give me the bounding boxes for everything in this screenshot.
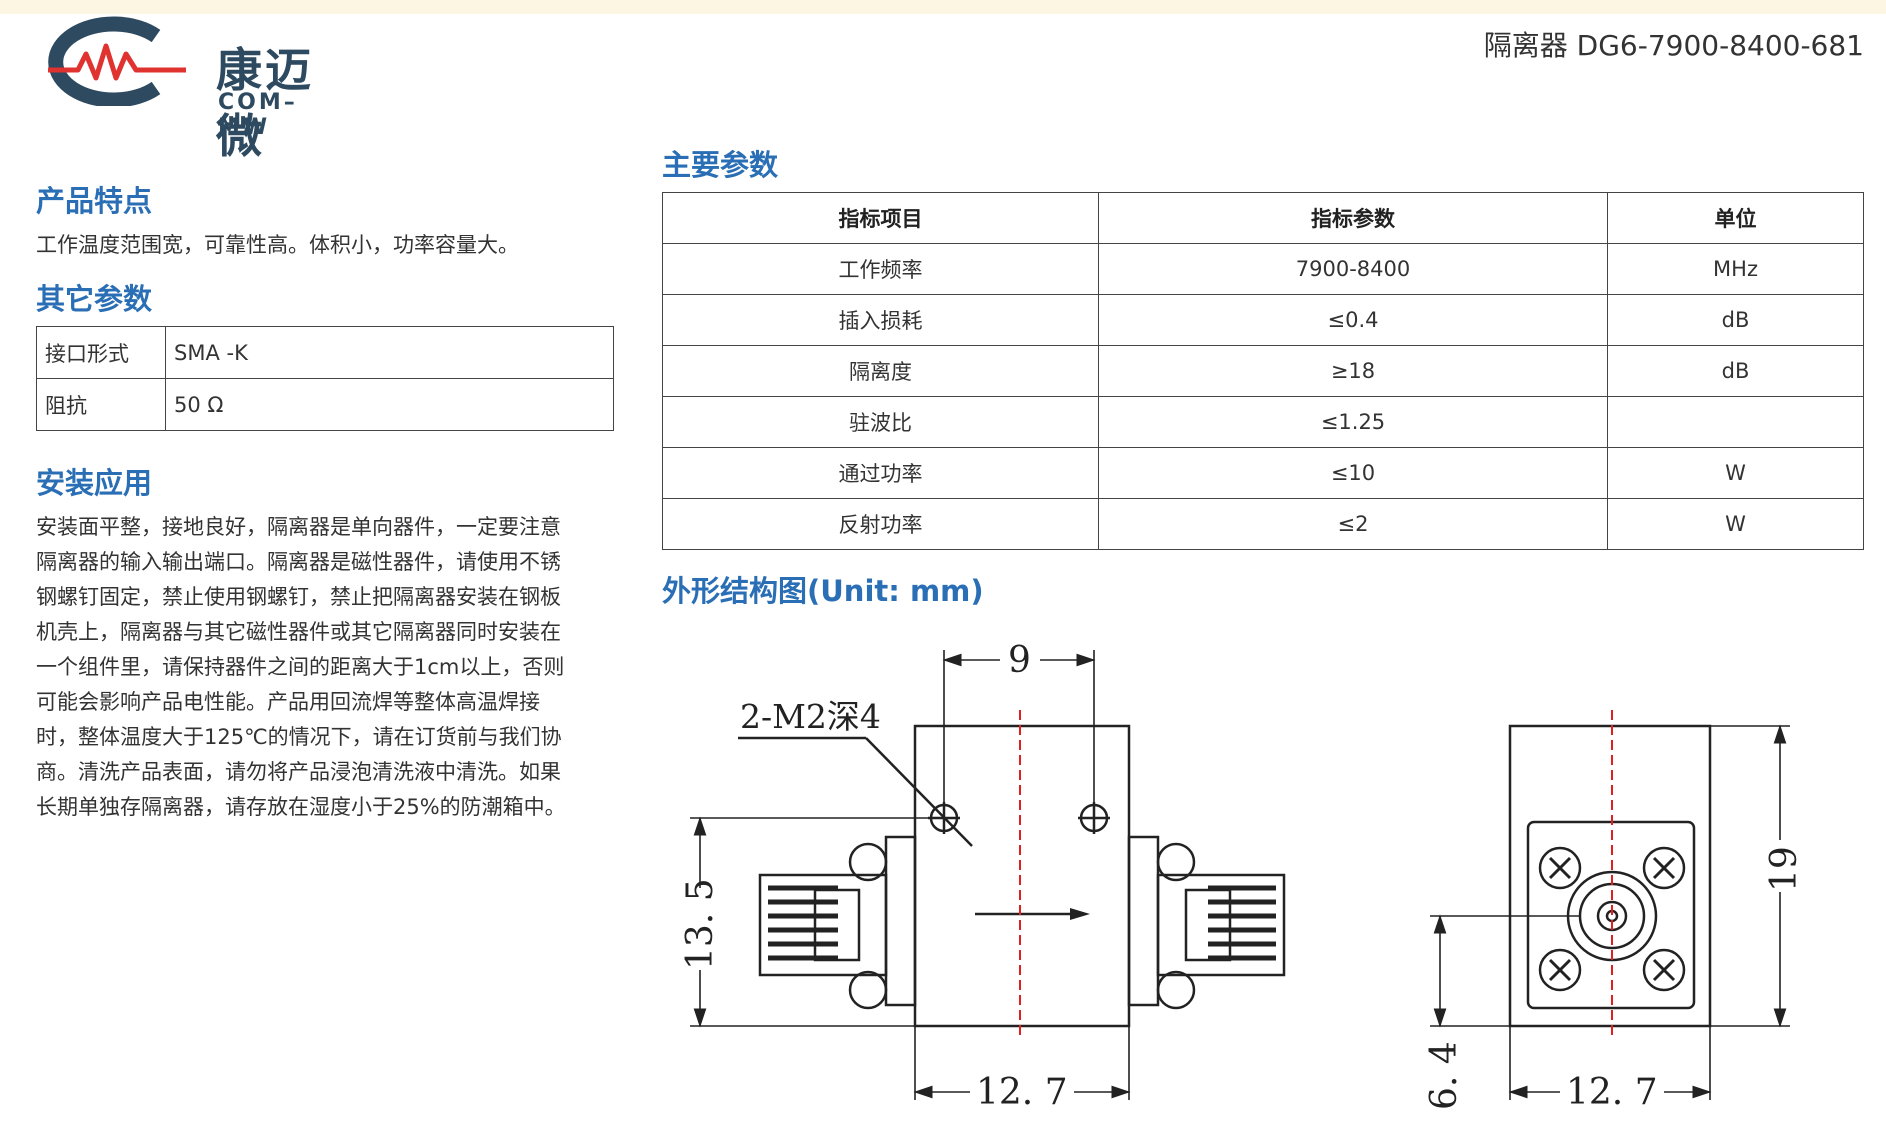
dim-hole-note: 2-M2深4 <box>740 697 881 736</box>
impedance-label: 阻抗 <box>36 378 166 431</box>
param-unit: W <box>1607 498 1864 550</box>
install-line: 安装面平整，接地良好，隔离器是单向器件，一定要注意 <box>36 515 561 539</box>
main-params-table: 指标项目 指标参数 单位 工作频率 7900-8400 MHz 插入损耗 ≤0.… <box>662 192 1864 550</box>
other-params-heading: 其它参数 <box>36 282 153 316</box>
col-header-item: 指标项目 <box>662 192 1099 244</box>
install-line: 时，整体温度大于125℃的情况下，请在订货前与我们协 <box>36 725 562 749</box>
main-params-heading: 主要参数 <box>662 148 779 182</box>
dim-front-width: 12. 7 <box>976 1072 1068 1113</box>
right-connector <box>1156 873 1286 977</box>
install-line: 机壳上，隔离器与其它磁性器件或其它隔离器同时安装在 <box>36 620 561 644</box>
interface-label: 接口形式 <box>36 326 166 379</box>
brand-logo: 康迈微 COM–MW <box>36 16 326 163</box>
impedance-value: 50 Ω <box>165 378 614 431</box>
table-row: 反射功率 ≤2 W <box>662 498 1864 550</box>
other-params-table: 接口形式 SMA -K 阻抗 50 Ω <box>36 326 614 431</box>
dim-front-height: 13. 5 <box>680 878 721 970</box>
param-value: ≤1.25 <box>1098 396 1608 448</box>
table-header-row: 指标项目 指标参数 单位 <box>662 192 1864 244</box>
outline-drawing: 9 2-M2深4 13. 5 12. 7 19 6. 4 12. 7 <box>676 640 1805 1113</box>
dim-hole-spacing: 9 <box>1008 640 1031 681</box>
param-value: ≤2 <box>1098 498 1608 550</box>
isolator-body <box>913 724 1131 1028</box>
col-header-value: 指标参数 <box>1098 192 1608 244</box>
param-name: 工作频率 <box>662 243 1099 295</box>
param-name: 反射功率 <box>662 498 1099 550</box>
brand-name-en: COM–MW <box>218 90 298 140</box>
param-unit: MHz <box>1607 243 1864 295</box>
table-row: 阻抗 50 Ω <box>36 378 614 431</box>
dim-connector-offset: 6. 4 <box>1424 1041 1465 1110</box>
param-name: 驻波比 <box>662 396 1099 448</box>
param-unit: W <box>1607 447 1864 499</box>
param-unit: dB <box>1607 345 1864 397</box>
install-line: 商。清洗产品表面，请勿将产品浸泡清洗液中清洗。如果 <box>36 760 561 784</box>
features-heading: 产品特点 <box>36 184 153 218</box>
table-row: 隔离度 ≥18 dB <box>662 345 1864 397</box>
brand-name-cn: 康迈微 <box>216 43 314 163</box>
install-heading: 安装应用 <box>36 466 153 500</box>
side-view-body <box>1508 724 1712 1028</box>
table-row: 驻波比 ≤1.25 <box>662 396 1864 448</box>
param-unit: dB <box>1607 294 1864 346</box>
product-title: 隔离器 DG6-7900-8400-681 <box>1483 29 1864 62</box>
install-line: 长期单独存隔离器，请存放在湿度小于25%的防潮箱中。 <box>36 795 566 819</box>
param-name: 通过功率 <box>662 447 1099 499</box>
table-row: 工作频率 7900-8400 MHz <box>662 243 1864 295</box>
dim-side-height: 19 <box>1764 846 1805 892</box>
install-line: 一个组件里，请保持器件之间的距离大于1cm以上，否则 <box>36 655 565 679</box>
param-value: ≥18 <box>1098 345 1608 397</box>
left-flange <box>884 835 917 1007</box>
install-line: 可能会影响产品电性能。产品用回流焊等整体高温焊接 <box>36 690 540 714</box>
table-row: 插入损耗 ≤0.4 dB <box>662 294 1864 346</box>
top-bar <box>0 0 1886 14</box>
table-row: 接口形式 SMA -K <box>36 326 614 379</box>
install-line: 隔离器的输入输出端口。隔离器是磁性器件，请使用不锈 <box>36 550 561 574</box>
logo-mark <box>48 16 186 108</box>
param-name: 插入损耗 <box>662 294 1099 346</box>
param-value: 7900-8400 <box>1098 243 1608 295</box>
param-name: 隔离度 <box>662 345 1099 397</box>
left-connector <box>758 873 888 977</box>
interface-value: SMA -K <box>165 326 614 379</box>
right-flange <box>1127 835 1160 1007</box>
param-value: ≤0.4 <box>1098 294 1608 346</box>
table-row: 通过功率 ≤10 W <box>662 447 1864 499</box>
param-unit <box>1607 396 1864 448</box>
outline-heading: 外形结构图(Unit: mm) <box>662 574 984 608</box>
install-line: 钢螺钉固定，禁止使用钢螺钉，禁止把隔离器安装在钢板 <box>36 585 561 609</box>
features-text: 工作温度范围宽，可靠性高。体积小，功率容量大。 <box>36 233 519 257</box>
dim-side-width: 12. 7 <box>1566 1072 1658 1113</box>
col-header-unit: 单位 <box>1607 192 1864 244</box>
param-value: ≤10 <box>1098 447 1608 499</box>
install-text: 安装面平整，接地良好，隔离器是单向器件，一定要注意 隔离器的输入输出端口。隔离器… <box>36 510 566 825</box>
